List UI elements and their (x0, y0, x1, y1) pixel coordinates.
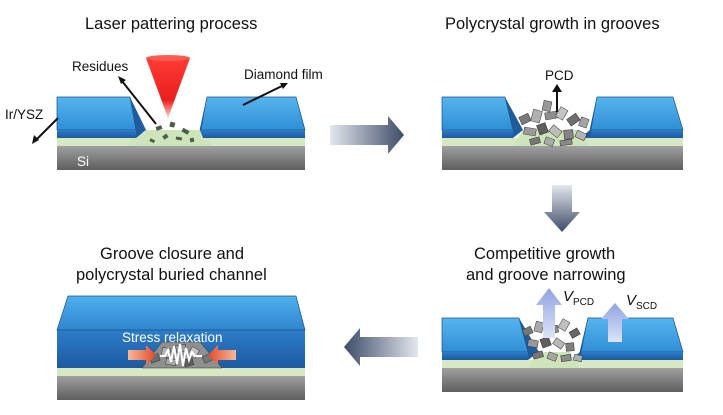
diamond-film-label: Diamond film (244, 67, 323, 82)
si-label: Si (77, 154, 90, 169)
v-scd-sub: SCD (636, 301, 658, 312)
panel4-title-line2: polycrystal buried channel (76, 266, 267, 284)
pcd-pointer (552, 84, 562, 112)
flow-arrow-down (544, 185, 580, 232)
panel-laser-patterning (32, 55, 306, 170)
v-pcd-main: V (563, 288, 574, 305)
panel1-title: Laser pattering process (85, 15, 258, 33)
residue-particles (149, 121, 195, 144)
panel3-title-line1: Competitive growth (474, 245, 616, 263)
flow-arrow-left (344, 328, 418, 366)
v-scd-arrow (601, 303, 629, 342)
stress-relaxation-label: Stress relaxation (122, 330, 223, 345)
v-scd-label: VSCD (626, 291, 657, 317)
v-pcd-sub: PCD (573, 297, 595, 308)
laser-beam (146, 58, 190, 118)
ir-ysz-label: Ir/YSZ (5, 107, 44, 122)
panel-groove-closure (56, 295, 306, 400)
v-scd-main: V (626, 292, 637, 309)
pcd-label: PCD (545, 68, 574, 83)
v-pcd-arrow (536, 288, 562, 338)
growth-arrows (536, 288, 629, 342)
panel-polycrystal-growth (441, 84, 684, 170)
stress-wave (160, 343, 202, 367)
panel-competitive-growth (441, 288, 684, 392)
residues-label: Residues (72, 59, 129, 74)
flow-arrow-right (330, 116, 404, 154)
pcd-grains (518, 99, 590, 147)
pointer-arrows (32, 76, 288, 144)
v-pcd-label: VPCD (563, 287, 594, 313)
stress-arrows (128, 345, 236, 365)
panel4-title-line1: Groove closure and (100, 245, 244, 263)
panel2-title: Polycrystal growth in grooves (445, 15, 660, 33)
panel3-title-line2: and groove narrowing (466, 266, 626, 284)
